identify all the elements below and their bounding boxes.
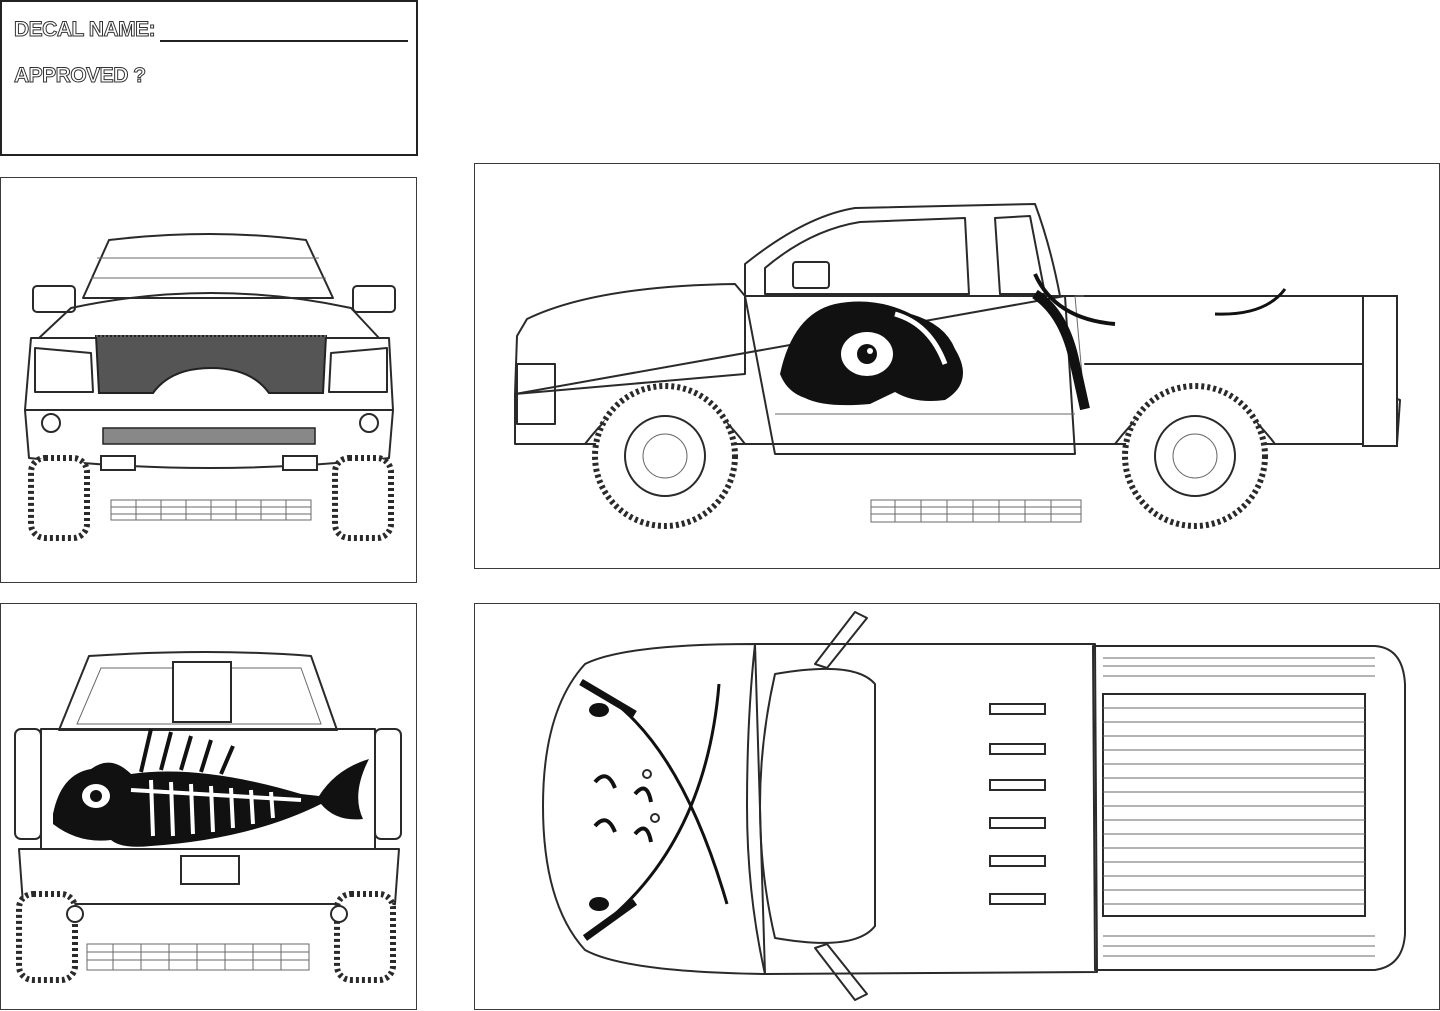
top-view-truck xyxy=(542,611,1406,1001)
decal-name-line[interactable] xyxy=(160,40,408,42)
side-view-panel xyxy=(474,163,1440,569)
approved-label: APPROVED ? xyxy=(14,64,147,88)
side-view-truck xyxy=(514,203,1401,529)
approval-form: DECAL NAME: APPROVED ? xyxy=(0,0,418,156)
fish-decal-side xyxy=(780,273,1287,411)
hood-decal xyxy=(579,678,729,941)
front-view-panel xyxy=(0,177,417,583)
rear-view-panel xyxy=(0,603,417,1010)
decal-name-label: DECAL NAME: xyxy=(13,18,156,42)
top-view-panel xyxy=(474,603,1440,1010)
rear-view-truck xyxy=(14,651,402,983)
front-view-truck xyxy=(24,233,396,541)
fish-skeleton-decal xyxy=(53,728,369,847)
